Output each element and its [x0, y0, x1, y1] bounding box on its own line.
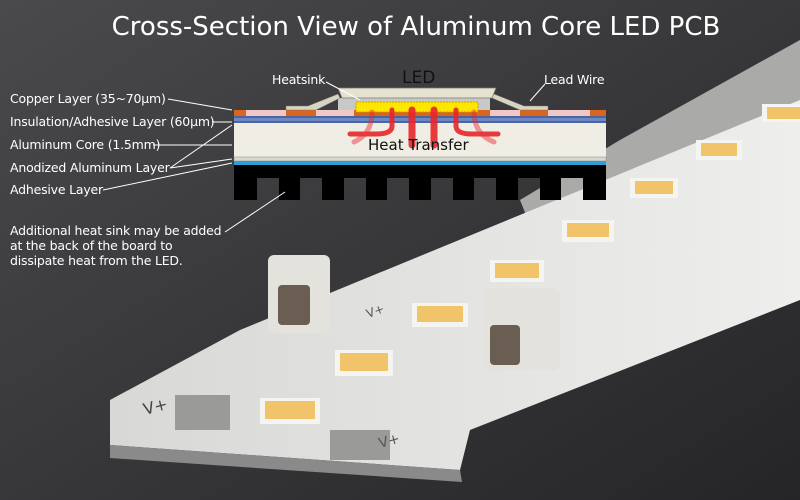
led-package — [337, 87, 497, 99]
lead-right — [491, 93, 549, 111]
label-heatsink: Heatsink — [272, 72, 326, 87]
anodized-layer — [233, 156, 607, 162]
leader-lines — [102, 81, 546, 233]
label-anodized-layer: Anodized Aluminum Layer — [10, 160, 170, 175]
cross-section — [233, 87, 607, 200]
led-chips — [260, 104, 800, 424]
adhesive-layer — [234, 161, 606, 165]
label-led: LED — [402, 68, 436, 88]
heatsink-fins — [234, 165, 606, 200]
board-marking: V+ — [364, 301, 386, 320]
label-aluminum-core: Aluminum Core (1.5mm) — [10, 137, 161, 152]
note-line: dissipate heat from the LED. — [10, 253, 183, 268]
solder-pads — [175, 395, 390, 460]
note-line: Additional heat sink may be added — [10, 223, 222, 238]
label-adhesive-layer: Adhesive Layer — [10, 182, 103, 197]
board-marking: V+ — [377, 431, 402, 452]
label-copper-layer: Copper Layer (35~70µm) — [10, 91, 166, 106]
note-line: at the back of the board to — [10, 238, 173, 253]
pcb-strip-front — [110, 100, 800, 470]
heat-arrows — [347, 106, 501, 149]
connectors — [268, 255, 560, 370]
label-heat-transfer: Heat Transfer — [368, 136, 469, 154]
aluminum-core — [234, 123, 606, 157]
label-insulation-layer: Insulation/Adhesive Layer (60µm) — [10, 114, 215, 129]
led-die — [355, 101, 479, 113]
lead-left — [285, 93, 341, 111]
page-title: Cross-Section View of Aluminum Core LED … — [111, 12, 721, 42]
copper-layer — [234, 110, 606, 116]
label-lead-wire: Lead Wire — [544, 72, 605, 87]
pcb-edge — [110, 445, 462, 482]
